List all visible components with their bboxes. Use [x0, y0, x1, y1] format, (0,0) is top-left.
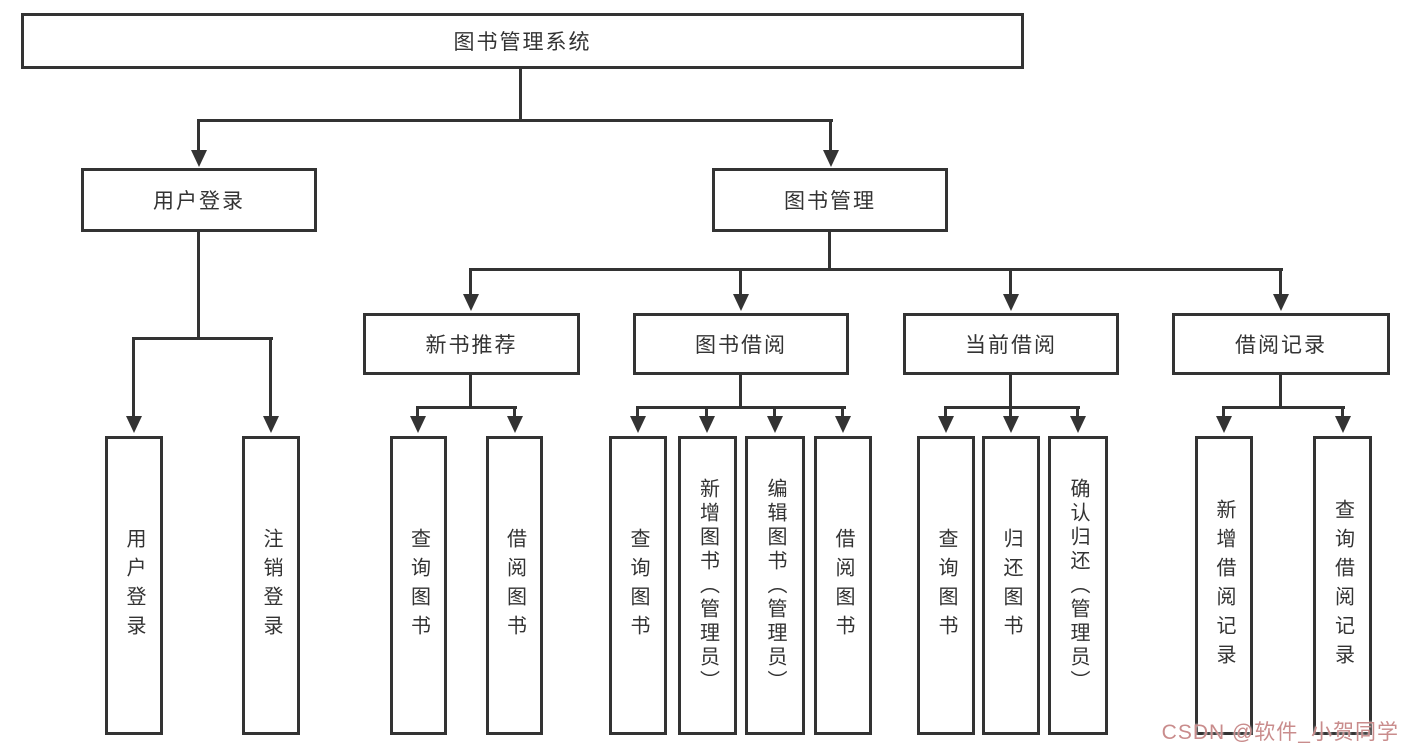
arrow-down-icon — [699, 416, 715, 433]
csdn-watermark: CSDN @软件_小贺同学 — [1161, 721, 1399, 744]
node-library-management-system: 图书管理系统 — [21, 13, 1024, 69]
connector-line — [1009, 374, 1012, 409]
connector-line — [828, 232, 831, 271]
leaf-query-books-current: 查询图书 — [917, 436, 975, 735]
node-label: 图书管理 — [784, 190, 876, 213]
arrow-down-icon — [507, 416, 523, 433]
leaf-confirm-return-admin: 确认归还（管理员） — [1048, 436, 1108, 735]
node-current-borrowing: 当前借阅 — [903, 313, 1119, 375]
arrow-down-icon — [263, 416, 279, 433]
arrow-down-icon — [938, 416, 954, 433]
connector-line — [636, 406, 639, 418]
connector-line — [705, 406, 708, 418]
connector-line — [1341, 406, 1344, 418]
arrow-down-icon — [1003, 294, 1019, 311]
connector-line — [469, 268, 1283, 271]
connector-line — [841, 406, 844, 418]
connector-line — [197, 119, 200, 152]
arrow-down-icon — [463, 294, 479, 311]
node-borrow-records: 借阅记录 — [1172, 313, 1390, 375]
connector-line — [1222, 406, 1225, 418]
arrow-down-icon — [733, 294, 749, 311]
leaf-label: 新增借阅记录 — [1213, 498, 1235, 673]
leaf-add-borrow-record: 新增借阅记录 — [1195, 436, 1253, 735]
leaf-label: 注销登录 — [260, 527, 282, 644]
node-label: 用户登录 — [153, 190, 245, 213]
leaf-label: 确认归还（管理员） — [1067, 477, 1089, 694]
leaf-label: 查询图书 — [407, 527, 430, 644]
connector-line — [519, 69, 522, 120]
connector-line — [739, 374, 742, 409]
leaf-label: 查询借阅记录 — [1331, 498, 1354, 673]
leaf-return-book: 归还图书 — [982, 436, 1040, 735]
leaf-label: 归还图书 — [1000, 527, 1022, 644]
connector-line — [1076, 406, 1079, 418]
connector-line — [417, 406, 517, 409]
leaf-query-books-recommend: 查询图书 — [390, 436, 447, 735]
leaf-query-books-borrow: 查询图书 — [609, 436, 667, 735]
node-user-login: 用户登录 — [81, 168, 317, 232]
connector-line — [829, 119, 832, 152]
arrow-down-icon — [823, 150, 839, 167]
arrow-down-icon — [1003, 416, 1019, 433]
connector-line — [197, 232, 200, 340]
node-book-management: 图书管理 — [712, 168, 948, 232]
leaf-label: 编辑图书（管理员） — [764, 477, 786, 694]
connector-line — [739, 268, 742, 297]
connector-line — [944, 406, 947, 418]
connector-line — [269, 337, 272, 417]
arrow-down-icon — [191, 150, 207, 167]
connector-line — [773, 406, 776, 418]
connector-line — [636, 406, 846, 409]
connector-line — [1009, 268, 1012, 297]
leaf-label: 查询图书 — [935, 527, 957, 644]
connector-line — [513, 406, 516, 418]
connector-line — [1279, 374, 1282, 409]
arrow-down-icon — [126, 416, 142, 433]
connector-line — [944, 406, 1080, 409]
node-label: 新书推荐 — [425, 334, 518, 357]
leaf-label: 借阅图书 — [503, 527, 526, 644]
node-new-book-recommend: 新书推荐 — [363, 313, 580, 375]
leaf-add-book-admin: 新增图书（管理员） — [678, 436, 737, 735]
connector-line — [132, 337, 273, 340]
leaf-edit-book-admin: 编辑图书（管理员） — [745, 436, 805, 735]
connector-line — [1009, 406, 1012, 418]
connector-line — [1279, 268, 1282, 297]
arrow-down-icon — [1335, 416, 1351, 433]
arrow-down-icon — [835, 416, 851, 433]
node-book-borrowing: 图书借阅 — [633, 313, 849, 375]
leaf-label: 新增图书（管理员） — [696, 477, 719, 694]
leaf-label: 借阅图书 — [832, 527, 854, 644]
arrow-down-icon — [410, 416, 426, 433]
leaf-borrow-books: 借阅图书 — [814, 436, 872, 735]
arrow-down-icon — [1070, 416, 1086, 433]
connector-line — [469, 374, 472, 409]
connector-line — [132, 337, 135, 417]
connector-line — [469, 268, 472, 297]
connector-line — [197, 119, 833, 122]
leaf-user-login: 用户登录 — [105, 436, 163, 735]
leaf-query-borrow-record: 查询借阅记录 — [1313, 436, 1372, 735]
arrow-down-icon — [767, 416, 783, 433]
node-label: 当前借阅 — [965, 334, 1057, 357]
leaf-borrow-books-recommend: 借阅图书 — [486, 436, 543, 735]
connector-line — [1222, 406, 1345, 409]
leaf-logout: 注销登录 — [242, 436, 300, 735]
leaf-label: 用户登录 — [123, 527, 145, 644]
arrow-down-icon — [1273, 294, 1289, 311]
node-label: 借阅记录 — [1235, 334, 1327, 357]
node-label: 图书管理系统 — [453, 31, 592, 54]
arrow-down-icon — [630, 416, 646, 433]
node-label: 图书借阅 — [695, 334, 787, 357]
leaf-label: 查询图书 — [627, 527, 649, 644]
arrow-down-icon — [1216, 416, 1232, 433]
connector-line — [416, 406, 419, 418]
